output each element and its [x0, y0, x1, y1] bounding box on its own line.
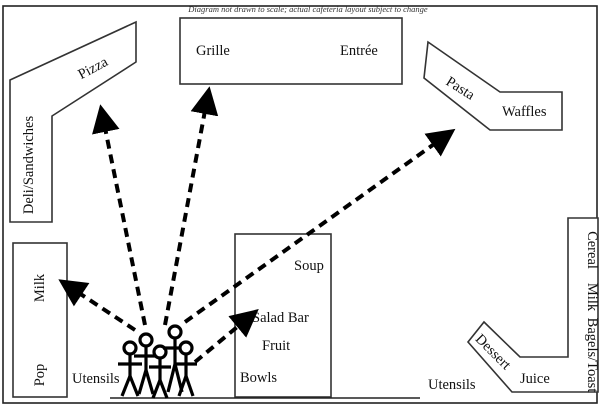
direction-arrows: [58, 86, 456, 364]
fruit-label: Fruit: [262, 338, 290, 354]
person-icon: [118, 340, 142, 397]
arrow-to-grille: [163, 86, 219, 326]
deli-sandwiches-label: Deli/Sandwiches: [21, 116, 37, 215]
breakfast-counter: [466, 217, 599, 393]
soup-label: Soup: [294, 258, 324, 274]
entree-label: Entrée: [340, 43, 378, 59]
bowls-label: Bowls: [240, 370, 277, 386]
pop-label: Pop: [32, 364, 48, 387]
person-icon: [175, 340, 197, 397]
deli-pizza-counter: [9, 20, 137, 223]
disclaimer-note: Diagram not drawn to scale; actual cafet…: [187, 4, 428, 14]
milk-right-label: Milk: [584, 283, 600, 312]
arrow-to-pasta: [183, 128, 456, 324]
arrow-to-pizza: [92, 104, 147, 326]
grille-entree-counter: [179, 17, 403, 85]
diagram-frame: [2, 5, 598, 404]
juice-label: Juice: [520, 371, 550, 387]
arrow-to-milk: [58, 279, 137, 332]
milk-label: Milk: [32, 273, 48, 302]
grille-label: Grille: [196, 43, 230, 59]
utensils-right-label: Utensils: [428, 377, 476, 393]
pasta-waffles-counter: [423, 40, 563, 131]
person-icon: [163, 324, 187, 393]
arrow-to-salad-bar: [193, 309, 259, 364]
bagels-toast-label: Bagels/Toast: [584, 318, 600, 393]
cereal-label: Cereal: [584, 231, 600, 269]
utensils-left-label: Utensils: [72, 371, 120, 387]
salad-bar-label: Salad Bar: [252, 310, 309, 326]
waffles-label: Waffles: [502, 104, 547, 120]
milk-pop-counter: [12, 242, 68, 398]
